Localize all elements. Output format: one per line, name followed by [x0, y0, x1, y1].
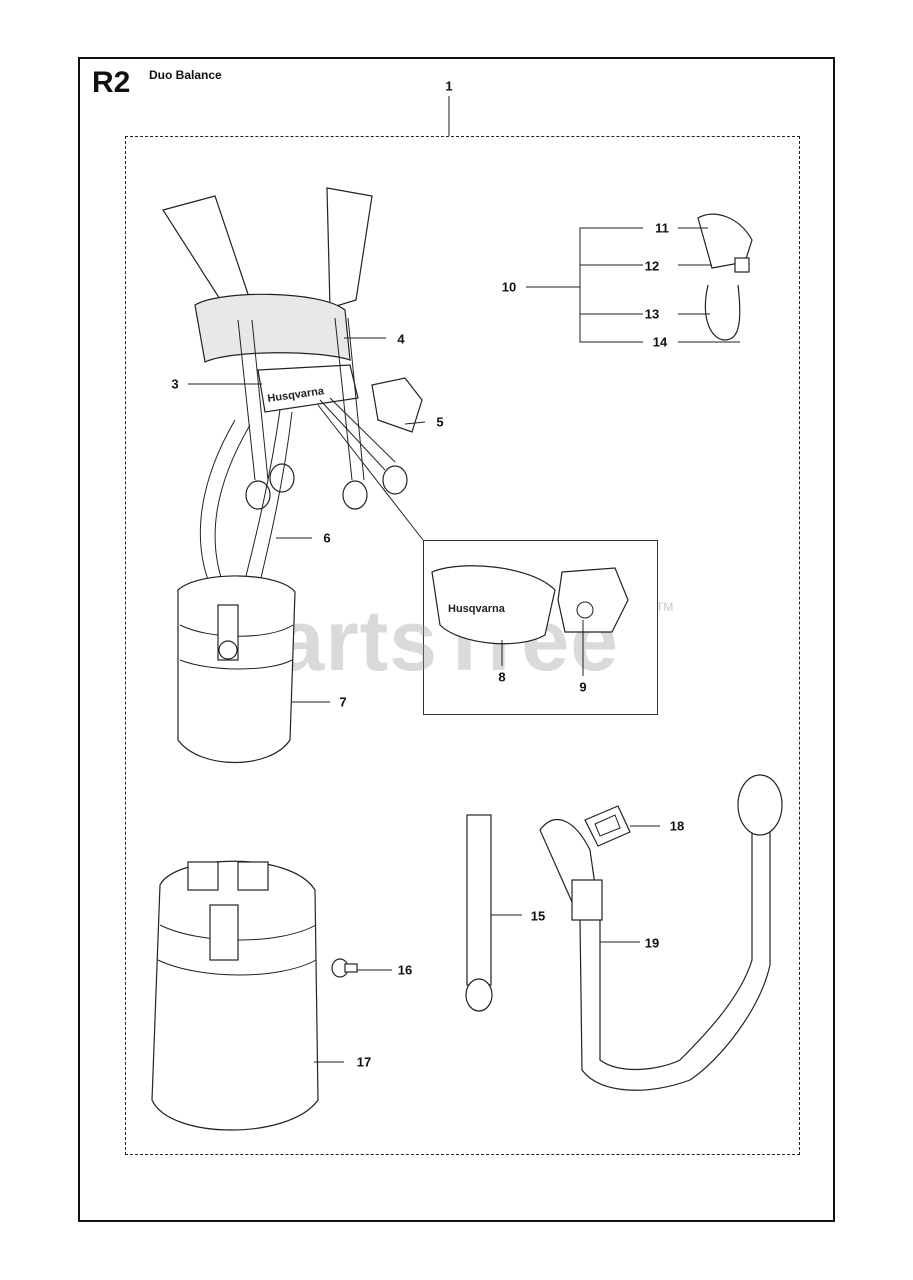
leader-bracket-10 — [579, 227, 643, 343]
callout-5: 5 — [436, 414, 444, 430]
detail-parts-illustration — [431, 565, 629, 645]
harness-illustration — [162, 187, 423, 593]
leader-5 — [404, 421, 426, 425]
callout-3: 3 — [171, 376, 179, 392]
detail-brand-text: Husqvarna — [448, 603, 506, 615]
holster-7-illustration — [177, 575, 296, 764]
section-code: R2 — [92, 66, 131, 99]
callout-7: 7 — [339, 694, 347, 710]
callout-1: 1 — [445, 78, 453, 94]
callout-4: 4 — [397, 331, 405, 347]
callout-15: 15 — [530, 908, 546, 924]
leader-to-detail — [317, 404, 424, 541]
watermark-tm: TM — [656, 600, 674, 614]
callout-8: 8 — [498, 669, 506, 685]
page-frame — [78, 57, 835, 1222]
section-title: Duo Balance — [149, 68, 222, 82]
callout-14: 14 — [652, 334, 668, 350]
hook-assembly-illustration — [697, 213, 753, 341]
holster-17-illustration — [151, 860, 319, 1131]
callout-18: 18 — [669, 818, 685, 834]
detail-inset — [423, 540, 658, 715]
buckle-18-illustration — [584, 805, 631, 847]
callout-16: 16 — [397, 962, 413, 978]
callout-6: 6 — [323, 530, 331, 546]
callout-17: 17 — [356, 1054, 372, 1070]
callout-13: 13 — [644, 306, 660, 322]
screw-16-illustration — [331, 958, 358, 978]
callout-12: 12 — [644, 258, 660, 274]
callout-11: 11 — [655, 220, 669, 236]
assembly-boundary — [125, 136, 800, 1155]
strap-19-illustration — [539, 774, 783, 1091]
callout-19: 19 — [644, 935, 660, 951]
callout-10: 10 — [501, 279, 517, 295]
strap-15-illustration — [465, 814, 493, 1012]
callout-9: 9 — [579, 679, 587, 695]
